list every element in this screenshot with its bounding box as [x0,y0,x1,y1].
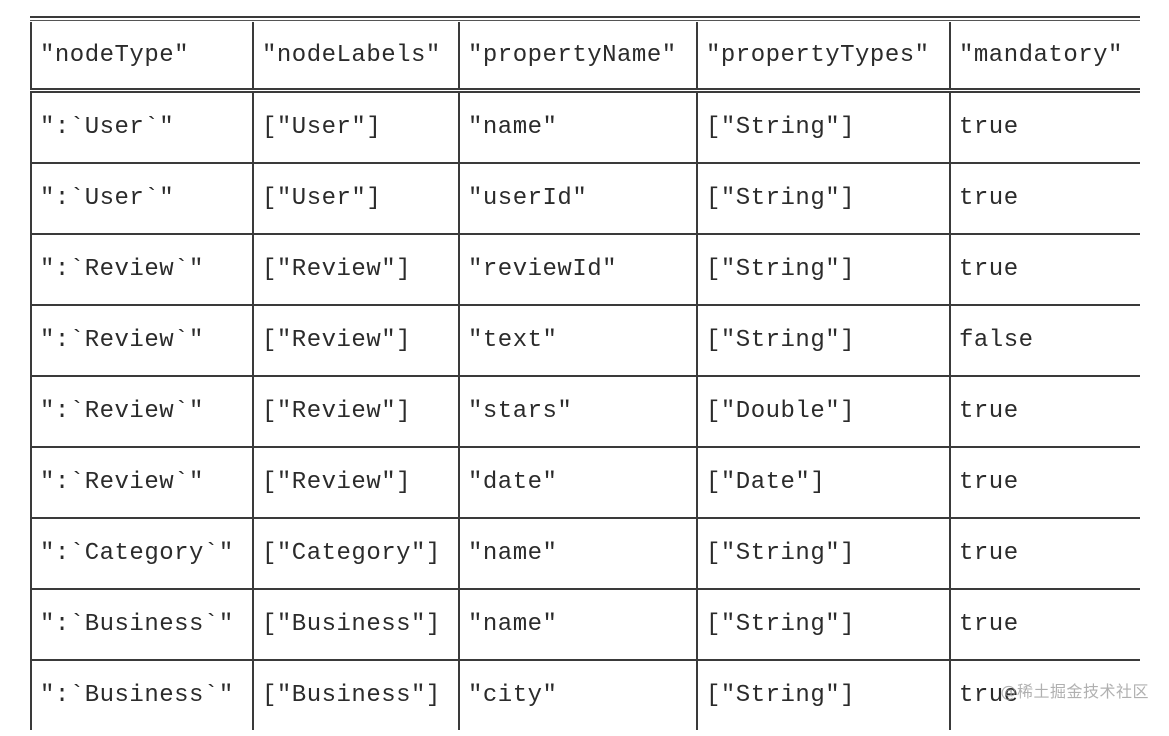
cell-mandatory: true [949,163,1140,235]
cell-node-type: ":`Review`" [30,376,254,448]
cell-node-type: ":`Category`" [30,518,254,590]
table-row: ":`Business`" ["Business"] "name" ["Stri… [30,589,1140,661]
cell-mandatory: true [949,90,1140,164]
cell-property-types: ["String"] [696,234,951,306]
schema-table: "nodeType" "nodeLabels" "propertyName" "… [30,22,1140,730]
watermark: @稀土掘金技术社区 [1000,682,1149,701]
cell-property-types: ["String"] [696,90,951,164]
cell-property-types: ["Double"] [696,376,951,448]
header-row: "nodeType" "nodeLabels" "propertyName" "… [30,22,1140,93]
table-row: ":`Review`" ["Review"] "stars" ["Double"… [30,376,1140,448]
cell-property-name: "city" [458,660,698,730]
cell-property-types: ["String"] [696,660,951,730]
table-row: ":`Business`" ["Business"] "city" ["Stri… [30,660,1140,730]
cell-node-type: ":`Business`" [30,589,254,661]
cell-node-type: ":`User`" [30,163,254,235]
cell-property-name: "text" [458,305,698,377]
cell-node-type: ":`Review`" [30,234,254,306]
table-row: ":`User`" ["User"] "name" ["String"] tru… [30,90,1140,164]
cell-node-type: ":`Review`" [30,447,254,519]
cell-node-labels: ["Review"] [252,447,460,519]
cell-mandatory: true [949,589,1140,661]
table-row: ":`Review`" ["Review"] "text" ["String"]… [30,305,1140,377]
table-row: ":`User`" ["User"] "userId" ["String"] t… [30,163,1140,235]
cell-property-name: "name" [458,90,698,164]
cell-node-labels: ["Business"] [252,589,460,661]
cell-property-name: "date" [458,447,698,519]
cell-property-name: "reviewId" [458,234,698,306]
cell-property-name: "name" [458,589,698,661]
cell-node-type: ":`Review`" [30,305,254,377]
cell-property-name: "name" [458,518,698,590]
cell-mandatory: true [949,518,1140,590]
table-top-rule [30,16,1140,21]
cell-property-types: ["String"] [696,518,951,590]
cell-node-labels: ["Review"] [252,376,460,448]
cell-property-name: "userId" [458,163,698,235]
cell-mandatory: true [949,447,1140,519]
cell-node-labels: ["Review"] [252,234,460,306]
table-body: ":`User`" ["User"] "name" ["String"] tru… [30,90,1140,730]
cell-mandatory: true [949,376,1140,448]
cell-node-labels: ["Review"] [252,305,460,377]
table-row: ":`Review`" ["Review"] "reviewId" ["Stri… [30,234,1140,306]
column-header-property-types: "propertyTypes" [696,22,951,93]
column-header-mandatory: "mandatory" [949,22,1140,93]
cell-node-labels: ["Category"] [252,518,460,590]
column-header-property-name: "propertyName" [458,22,698,93]
table-row: ":`Review`" ["Review"] "date" ["Date"] t… [30,447,1140,519]
cell-node-labels: ["User"] [252,90,460,164]
cell-node-type: ":`User`" [30,90,254,164]
cell-node-labels: ["Business"] [252,660,460,730]
cell-property-types: ["Date"] [696,447,951,519]
cell-mandatory: true [949,234,1140,306]
cell-mandatory: true [949,660,1140,730]
cell-property-types: ["String"] [696,305,951,377]
cell-property-name: "stars" [458,376,698,448]
cell-property-types: ["String"] [696,163,951,235]
schema-table-container: "nodeType" "nodeLabels" "propertyName" "… [30,16,1140,736]
cell-node-type: ":`Business`" [30,660,254,730]
table-row: ":`Category`" ["Category"] "name" ["Stri… [30,518,1140,590]
column-header-node-labels: "nodeLabels" [252,22,460,93]
cell-node-labels: ["User"] [252,163,460,235]
table-header: "nodeType" "nodeLabels" "propertyName" "… [30,22,1140,93]
cell-mandatory: false [949,305,1140,377]
cell-property-types: ["String"] [696,589,951,661]
column-header-node-type: "nodeType" [30,22,254,93]
